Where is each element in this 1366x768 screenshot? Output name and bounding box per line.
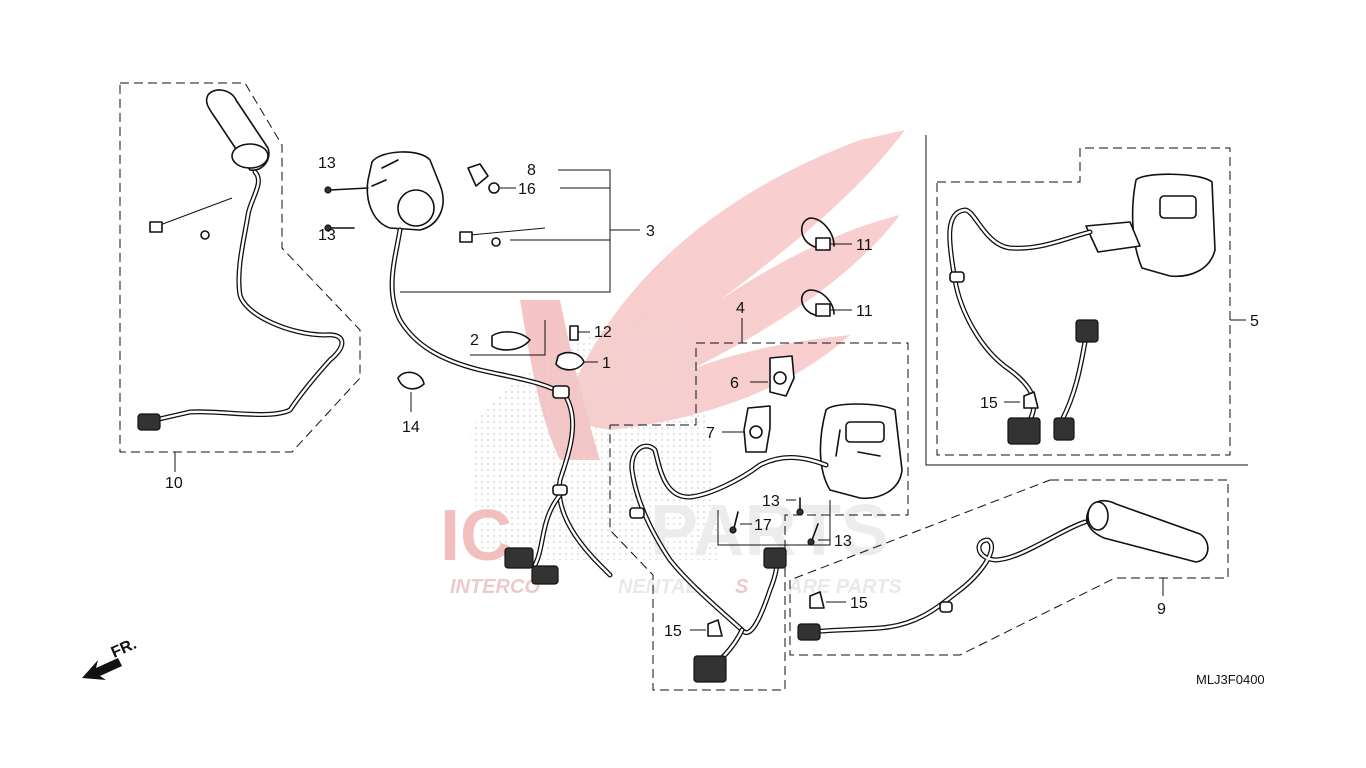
watermark-tagline-1: INTERCO [450, 576, 540, 598]
callout-15-group4: 15 [664, 623, 682, 640]
callout-13-bottom: 13 [318, 227, 336, 244]
clips-11: 11 11 [800, 217, 873, 320]
callout-12: 12 [594, 324, 612, 341]
connector-alt-bottom [1007, 417, 1041, 445]
clip-15-group9 [809, 591, 825, 609]
callout-13-right-bottom: 13 [834, 533, 852, 550]
connector-alt-top [1075, 319, 1099, 343]
screw-left-group [200, 230, 210, 240]
front-arrow-icon [82, 658, 122, 680]
bolt-16 [488, 182, 500, 194]
watermark-tagline-2: NENTAL [618, 576, 698, 598]
callout-13-top: 13 [318, 155, 336, 172]
connector-right-grip [797, 623, 821, 641]
group-4-boundary [609, 342, 909, 691]
watermark-dots [470, 310, 720, 560]
group-5-boundary [936, 147, 1231, 456]
left-grip-end [231, 143, 269, 169]
front-direction-indicator: FR. [82, 636, 139, 680]
tie-strap-right [469, 227, 546, 236]
callout-13-right-top: 13 [762, 493, 780, 510]
screw-17 [733, 511, 739, 529]
left-switch-knob [397, 189, 435, 227]
connector-left-switch-a [504, 547, 534, 569]
clip-11-bottom [800, 289, 835, 317]
alt-switch-housing [1131, 173, 1216, 278]
connector-right-switch-top [763, 547, 787, 569]
group-10-boundary [119, 82, 361, 453]
bracket-8 [467, 163, 489, 187]
diagram-code: MLJ3F0400 [1196, 672, 1265, 687]
right-grip [1086, 499, 1209, 563]
screw-13-top [329, 187, 369, 191]
right-grip-end [1087, 501, 1109, 531]
callout-15-group9: 15 [850, 595, 868, 612]
assembly-9-right-grip-heater: 9 15 [789, 479, 1229, 656]
connector-alt-small [1053, 417, 1075, 441]
callout-7: 7 [706, 425, 715, 442]
clamp-1 [555, 351, 585, 371]
bolt-12 [569, 325, 579, 341]
callout-6: 6 [730, 375, 739, 392]
clip-15-group5 [1023, 391, 1039, 409]
assembly-5-right-switch-alt: 5 15 [925, 135, 1259, 466]
watermark: IC PARTS INTERCO NENTAL S ARE PARTS [440, 130, 905, 598]
group-5-outer [925, 135, 1248, 466]
clamp-on-harness [552, 385, 570, 399]
callout-3: 3 [646, 223, 655, 240]
right-switch-housing [819, 403, 903, 499]
clamp-on-harness-2 [552, 484, 568, 496]
watermark-tagline-4: ARE PARTS [787, 576, 902, 598]
clip-11-top [800, 217, 835, 249]
callout-11-top: 11 [856, 237, 873, 254]
watermark-brand-left: IC [440, 496, 512, 576]
direction-label: FR. [109, 636, 139, 662]
callout-16: 16 [518, 181, 536, 198]
callout-8: 8 [527, 162, 536, 179]
clip-15-group4 [707, 619, 723, 637]
screw-13-right-bottom [811, 523, 819, 541]
assembly-3-left-handlebar-switch: 13 13 8 16 3 2 12 1 14 [318, 151, 655, 585]
connector-left-grip [137, 413, 161, 431]
callout-4: 4 [736, 300, 745, 317]
callout-5: 5 [1250, 313, 1259, 330]
assembly-4-right-handlebar-switch: 4 6 7 15 13 17 13 [609, 300, 909, 691]
assembly-10-left-grip-heater: 10 [119, 82, 361, 492]
callout-10: 10 [165, 475, 183, 492]
clamp-2 [491, 331, 531, 351]
callout-1: 1 [602, 355, 611, 372]
connector-right-switch-bottom [693, 655, 727, 683]
callout-17: 17 [754, 517, 772, 534]
screw-3 [491, 237, 501, 247]
alt-switch-harness [947, 207, 1093, 423]
watermark-tagline-3: S [735, 576, 749, 598]
callout-2: 2 [470, 332, 479, 349]
tie-strap-head-left [149, 221, 163, 233]
callout-15-group5: 15 [980, 395, 998, 412]
band-14 [397, 371, 425, 390]
callout-9: 9 [1157, 601, 1166, 618]
tie-strap-left [159, 197, 233, 226]
connector-left-switch-b [531, 565, 559, 585]
callout-14: 14 [402, 419, 420, 436]
group-3-boundary [400, 169, 611, 293]
callout-11-bottom: 11 [856, 303, 873, 320]
